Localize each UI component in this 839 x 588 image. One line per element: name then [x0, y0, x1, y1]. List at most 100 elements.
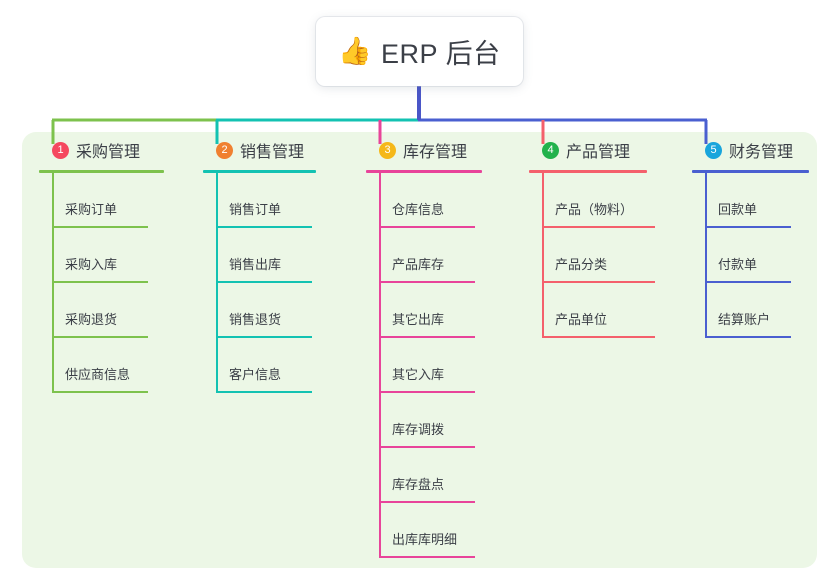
branch-header-2[interactable]: 2 销售管理	[203, 132, 331, 168]
branch-item[interactable]: 出库库明细	[366, 503, 494, 558]
branch-item-label: 产品（物料）	[555, 202, 634, 217]
branch-header-rule	[529, 170, 647, 173]
branch-title: 产品管理	[566, 144, 631, 161]
branch-item-rule	[216, 336, 312, 338]
branch-item-rule	[379, 336, 475, 338]
branch-item-rule	[705, 336, 791, 338]
branch-item-label: 产品单位	[555, 312, 608, 327]
branch-item-list: 采购订单采购入库采购退货供应商信息	[39, 173, 167, 393]
branch-header-5[interactable]: 5 财务管理	[692, 132, 820, 168]
branch-item[interactable]: 仓库信息	[366, 173, 494, 228]
branch-index-badge: 3	[379, 141, 396, 159]
branch-spine	[542, 173, 544, 338]
branch-item-rule	[379, 446, 475, 448]
branch-item-rule	[379, 556, 475, 558]
branch-item-rule	[52, 336, 148, 338]
branch-spine	[52, 173, 54, 393]
branch-index-badge: 4	[542, 141, 559, 159]
branch-item-list: 产品（物料） 产品分类产品单位	[529, 173, 657, 338]
branch-spine	[216, 173, 218, 393]
branch-column-1: 1 采购管理采购订单采购入库采购退货供应商信息	[39, 132, 167, 393]
branch-item[interactable]: 库存调拨	[366, 393, 494, 448]
branch-item-rule	[216, 226, 312, 228]
branch-item[interactable]: 产品单位	[529, 283, 657, 338]
branch-title: 财务管理	[729, 144, 794, 161]
branch-item[interactable]: 采购入库	[39, 228, 167, 283]
branch-header-rule	[366, 170, 482, 173]
branch-item-label: 采购退货	[65, 312, 118, 327]
branch-spine	[705, 173, 707, 338]
branch-item-label: 采购订单	[65, 202, 118, 217]
branch-item-rule	[379, 281, 475, 283]
branch-item[interactable]: 产品分类	[529, 228, 657, 283]
branch-item-rule	[379, 226, 475, 228]
branch-item-rule	[542, 226, 655, 228]
branch-item-rule	[705, 226, 791, 228]
branch-item-label: 客户信息	[229, 367, 282, 382]
diagram-panel	[22, 132, 817, 568]
branch-item-rule	[52, 391, 148, 393]
branch-item-list: 仓库信息产品库存其它出库其它入库库存调拨库存盘点出库库明细	[366, 173, 494, 558]
root-node-title: ERP 后台	[381, 39, 501, 69]
branch-item[interactable]: 销售退货	[203, 283, 331, 338]
branch-item[interactable]: 库存盘点	[366, 448, 494, 503]
branch-item-label: 销售出库	[229, 257, 282, 272]
branch-item[interactable]: 采购退货	[39, 283, 167, 338]
branch-header-4[interactable]: 4 产品管理	[529, 132, 657, 168]
branch-item-rule	[542, 281, 655, 283]
branch-index-badge: 2	[216, 141, 233, 159]
branch-item-label: 其它入库	[392, 367, 445, 382]
branch-item-label: 库存调拨	[392, 422, 445, 437]
branch-item-list: 回款单付款单结算账户	[692, 173, 820, 338]
branch-column-3: 3 库存管理仓库信息产品库存其它出库其它入库库存调拨库存盘点出库库明细	[366, 132, 494, 558]
branch-item-rule	[216, 281, 312, 283]
branch-header-rule	[203, 170, 316, 173]
branch-item-label: 回款单	[718, 202, 758, 217]
branch-item-label: 产品分类	[555, 257, 608, 272]
branch-item[interactable]: 回款单	[692, 173, 820, 228]
branch-item[interactable]: 付款单	[692, 228, 820, 283]
branch-item-label: 出库库明细	[392, 532, 458, 547]
branch-header-rule	[692, 170, 809, 173]
branch-item-rule	[379, 391, 475, 393]
branch-item-rule	[705, 281, 791, 283]
branch-header-1[interactable]: 1 采购管理	[39, 132, 167, 168]
branch-item-rule	[379, 501, 475, 503]
branch-item[interactable]: 结算账户	[692, 283, 820, 338]
branch-item-rule	[216, 391, 312, 393]
branch-item-label: 结算账户	[718, 312, 771, 327]
branch-item-label: 仓库信息	[392, 202, 445, 217]
branch-item[interactable]: 产品（物料）	[529, 173, 657, 228]
branch-header-rule	[39, 170, 164, 173]
branch-item[interactable]: 客户信息	[203, 338, 331, 393]
branch-title: 采购管理	[76, 144, 141, 161]
branch-column-4: 4 产品管理产品（物料） 产品分类产品单位	[529, 132, 657, 338]
branch-item-label: 产品库存	[392, 257, 445, 272]
branch-item[interactable]: 产品库存	[366, 228, 494, 283]
branch-item-list: 销售订单销售出库销售退货客户信息	[203, 173, 331, 393]
branch-item-label: 采购入库	[65, 257, 118, 272]
branch-item-label: 其它出库	[392, 312, 445, 327]
branch-item[interactable]: 其它入库	[366, 338, 494, 393]
branch-columns: 1 采购管理采购订单采购入库采购退货供应商信息 2 销售管理销售订单销售出库销售退货客…	[22, 132, 817, 568]
branch-item-rule	[52, 226, 148, 228]
branch-item-label: 库存盘点	[392, 477, 445, 492]
branch-item[interactable]: 销售出库	[203, 228, 331, 283]
branch-title: 销售管理	[240, 144, 305, 161]
branch-title: 库存管理	[403, 144, 468, 161]
branch-header-3[interactable]: 3 库存管理	[366, 132, 494, 168]
branch-index-badge: 1	[52, 141, 69, 159]
branch-item[interactable]: 其它出库	[366, 283, 494, 338]
root-node[interactable]: 👍 ERP 后台	[316, 17, 523, 86]
branch-column-5: 5 财务管理回款单付款单结算账户	[692, 132, 820, 338]
branch-item[interactable]: 销售订单	[203, 173, 331, 228]
branch-spine	[379, 173, 381, 558]
thumbs-up-icon: 👍	[338, 36, 373, 66]
branch-item-rule	[52, 281, 148, 283]
branch-item-label: 供应商信息	[65, 367, 131, 382]
branch-item[interactable]: 供应商信息	[39, 338, 167, 393]
branch-index-badge: 5	[705, 141, 722, 159]
branch-item-label: 销售订单	[229, 202, 282, 217]
branch-item[interactable]: 采购订单	[39, 173, 167, 228]
